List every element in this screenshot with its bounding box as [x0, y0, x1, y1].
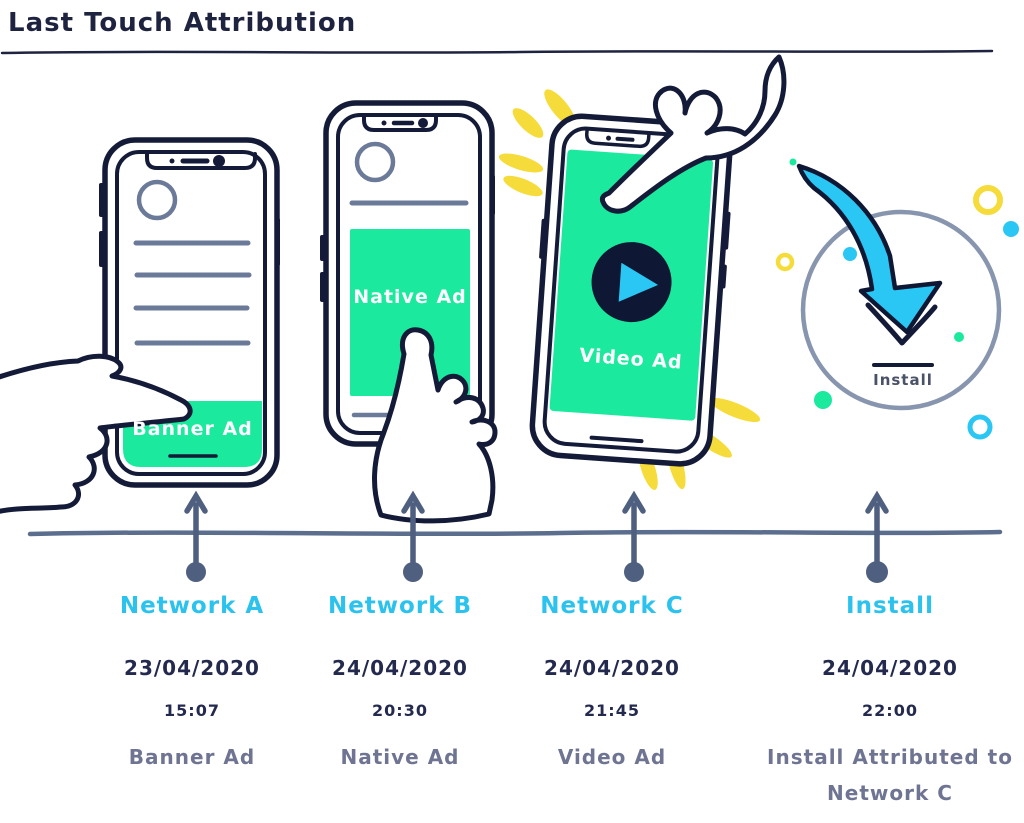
date-label: 24/04/2020 — [822, 656, 958, 680]
event-column-install: Install 24/04/2020 22:00 Install Attribu… — [760, 592, 1020, 811]
time-label: 21:45 — [584, 701, 640, 720]
phone3-sensor-dot — [606, 135, 612, 141]
phone3-screen — [542, 126, 720, 454]
event-marker-network-a — [184, 490, 208, 582]
network-label: Network A — [119, 593, 265, 619]
phone1-screen — [115, 150, 267, 476]
pointing-hand-icon-up — [372, 327, 498, 524]
native-ad-label: Native Ad — [353, 286, 467, 308]
pointing-hand-icon-down — [599, 54, 787, 214]
touchpoint-label: Banner Ad — [128, 745, 256, 769]
touchpoint-label: Video Ad — [557, 745, 667, 769]
install-badge — [796, 163, 1002, 411]
title-underline — [0, 49, 994, 55]
date-label: 24/04/2020 — [332, 656, 468, 680]
avatar-placeholder-circle-2 — [354, 141, 396, 183]
event-column-network-a: Network A 23/04/2020 15:07 Banner Ad — [62, 592, 322, 775]
phone3-speaker — [615, 136, 635, 142]
decorative-dots — [775, 158, 1019, 440]
cyan-dot — [1003, 221, 1019, 237]
phone3-notch — [585, 128, 651, 149]
download-arrow-icon — [796, 163, 943, 335]
event-column-network-b: Network B 24/04/2020 20:30 Native Ad — [270, 592, 530, 775]
cyan-dot-2 — [843, 247, 857, 261]
phone2-notch — [362, 115, 438, 132]
network-label: Network B — [327, 593, 473, 619]
phone2-sensor-dot — [381, 120, 387, 126]
pointing-hand-icon-left — [0, 353, 193, 514]
play-triangle-icon — [615, 258, 663, 306]
phone1-camera — [213, 155, 225, 167]
text-placeholder-lines — [133, 240, 252, 346]
date-label: 24/04/2020 — [544, 656, 680, 680]
event-column-network-c: Network C 24/04/2020 21:45 Video Ad — [482, 592, 742, 775]
date-label: 23/04/2020 — [124, 656, 260, 680]
event-marker-network-b — [401, 490, 425, 582]
install-circle-outline — [800, 209, 1002, 411]
touchpoint-label: Install Attributed to Network C — [767, 745, 1013, 805]
mint-dot — [814, 391, 832, 409]
touchpoint-label: Native Ad — [340, 745, 460, 769]
cyan-ring-dot — [967, 414, 993, 440]
burst-marks-top-left — [498, 89, 576, 197]
green-dot-small — [954, 332, 964, 342]
phone3-home-indicator — [589, 435, 644, 444]
timeline — [27, 490, 1003, 583]
yellow-ring-dot — [973, 185, 1003, 215]
avatar-placeholder-circle — [136, 179, 178, 221]
network-label: Network C — [540, 593, 684, 619]
time-label: 20:30 — [372, 701, 428, 720]
chevron-down-icon — [865, 302, 938, 346]
time-label: 15:07 — [164, 701, 220, 720]
time-label: 22:00 — [862, 701, 918, 720]
network-label: Install — [846, 593, 934, 619]
phone1-notch — [145, 152, 257, 170]
native-ad-panel — [350, 229, 470, 396]
phone-native-ad — [320, 100, 495, 447]
banner-ad-label: Banner Ad — [132, 418, 253, 440]
yellow-ring-dot-small — [775, 252, 795, 272]
phone-video-ad — [529, 113, 733, 467]
phone2-camera — [418, 118, 428, 128]
green-dot-tiny — [789, 158, 797, 166]
event-marker-install — [865, 490, 889, 583]
install-circle-label: Install — [873, 371, 933, 389]
timeline-axis — [27, 529, 1003, 537]
page-title: Last Touch Attribution — [8, 8, 357, 38]
phone1-sensor-dot — [169, 158, 175, 164]
event-marker-network-c — [622, 490, 646, 582]
